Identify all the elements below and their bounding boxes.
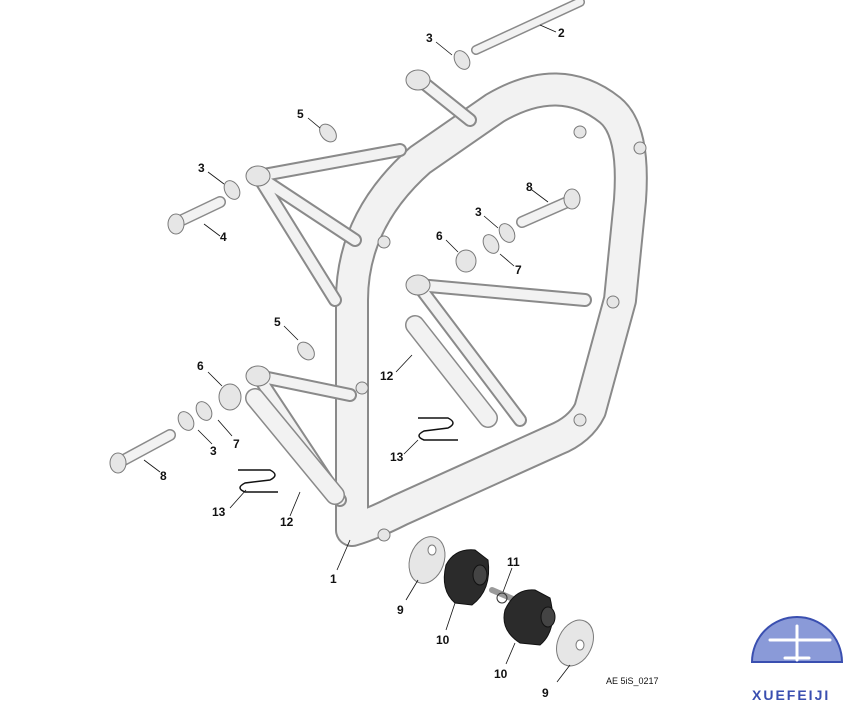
callout-5: 5: [274, 315, 281, 329]
callout-10: 10: [494, 667, 508, 681]
callout-12: 12: [280, 515, 294, 529]
callout-4: 4: [220, 230, 227, 244]
callout-12: 12: [380, 369, 394, 383]
hardware-parts: [109, 0, 585, 474]
callout-8: 8: [526, 180, 533, 194]
spring-clip-parts: [238, 417, 458, 493]
leader-lines: [143, 24, 571, 683]
spacer-tube-parts: [245, 315, 498, 505]
frame-assembly: [245, 69, 648, 547]
callout-1: 1: [330, 572, 337, 586]
callout-9: 9: [397, 603, 404, 617]
callout-7: 7: [515, 263, 522, 277]
watermark-logo: XUEFEIJI: [750, 616, 844, 703]
callout-6: 6: [436, 229, 443, 243]
callout-labels: 1 2 3 3 3 3 4 5 5 6 6 7 7 8 8 9 9 10 10 …: [160, 26, 565, 700]
engine-mount-parts: [408, 536, 594, 667]
callout-2: 2: [558, 26, 565, 40]
callout-3: 3: [426, 31, 433, 45]
watermark-text: XUEFEIJI: [752, 687, 830, 703]
callout-7: 7: [233, 437, 240, 451]
callout-8: 8: [160, 469, 167, 483]
callout-13: 13: [390, 450, 404, 464]
callout-3: 3: [210, 444, 217, 458]
callout-13: 13: [212, 505, 226, 519]
airplane-icon: [768, 624, 832, 662]
callout-9: 9: [542, 686, 549, 700]
callout-6: 6: [197, 359, 204, 373]
reference-code: AE 5iS_0217: [606, 676, 659, 686]
callout-3: 3: [198, 161, 205, 175]
callout-3: 3: [475, 205, 482, 219]
callout-11: 11: [507, 555, 520, 569]
callout-5: 5: [297, 107, 304, 121]
callout-10: 10: [436, 633, 450, 647]
